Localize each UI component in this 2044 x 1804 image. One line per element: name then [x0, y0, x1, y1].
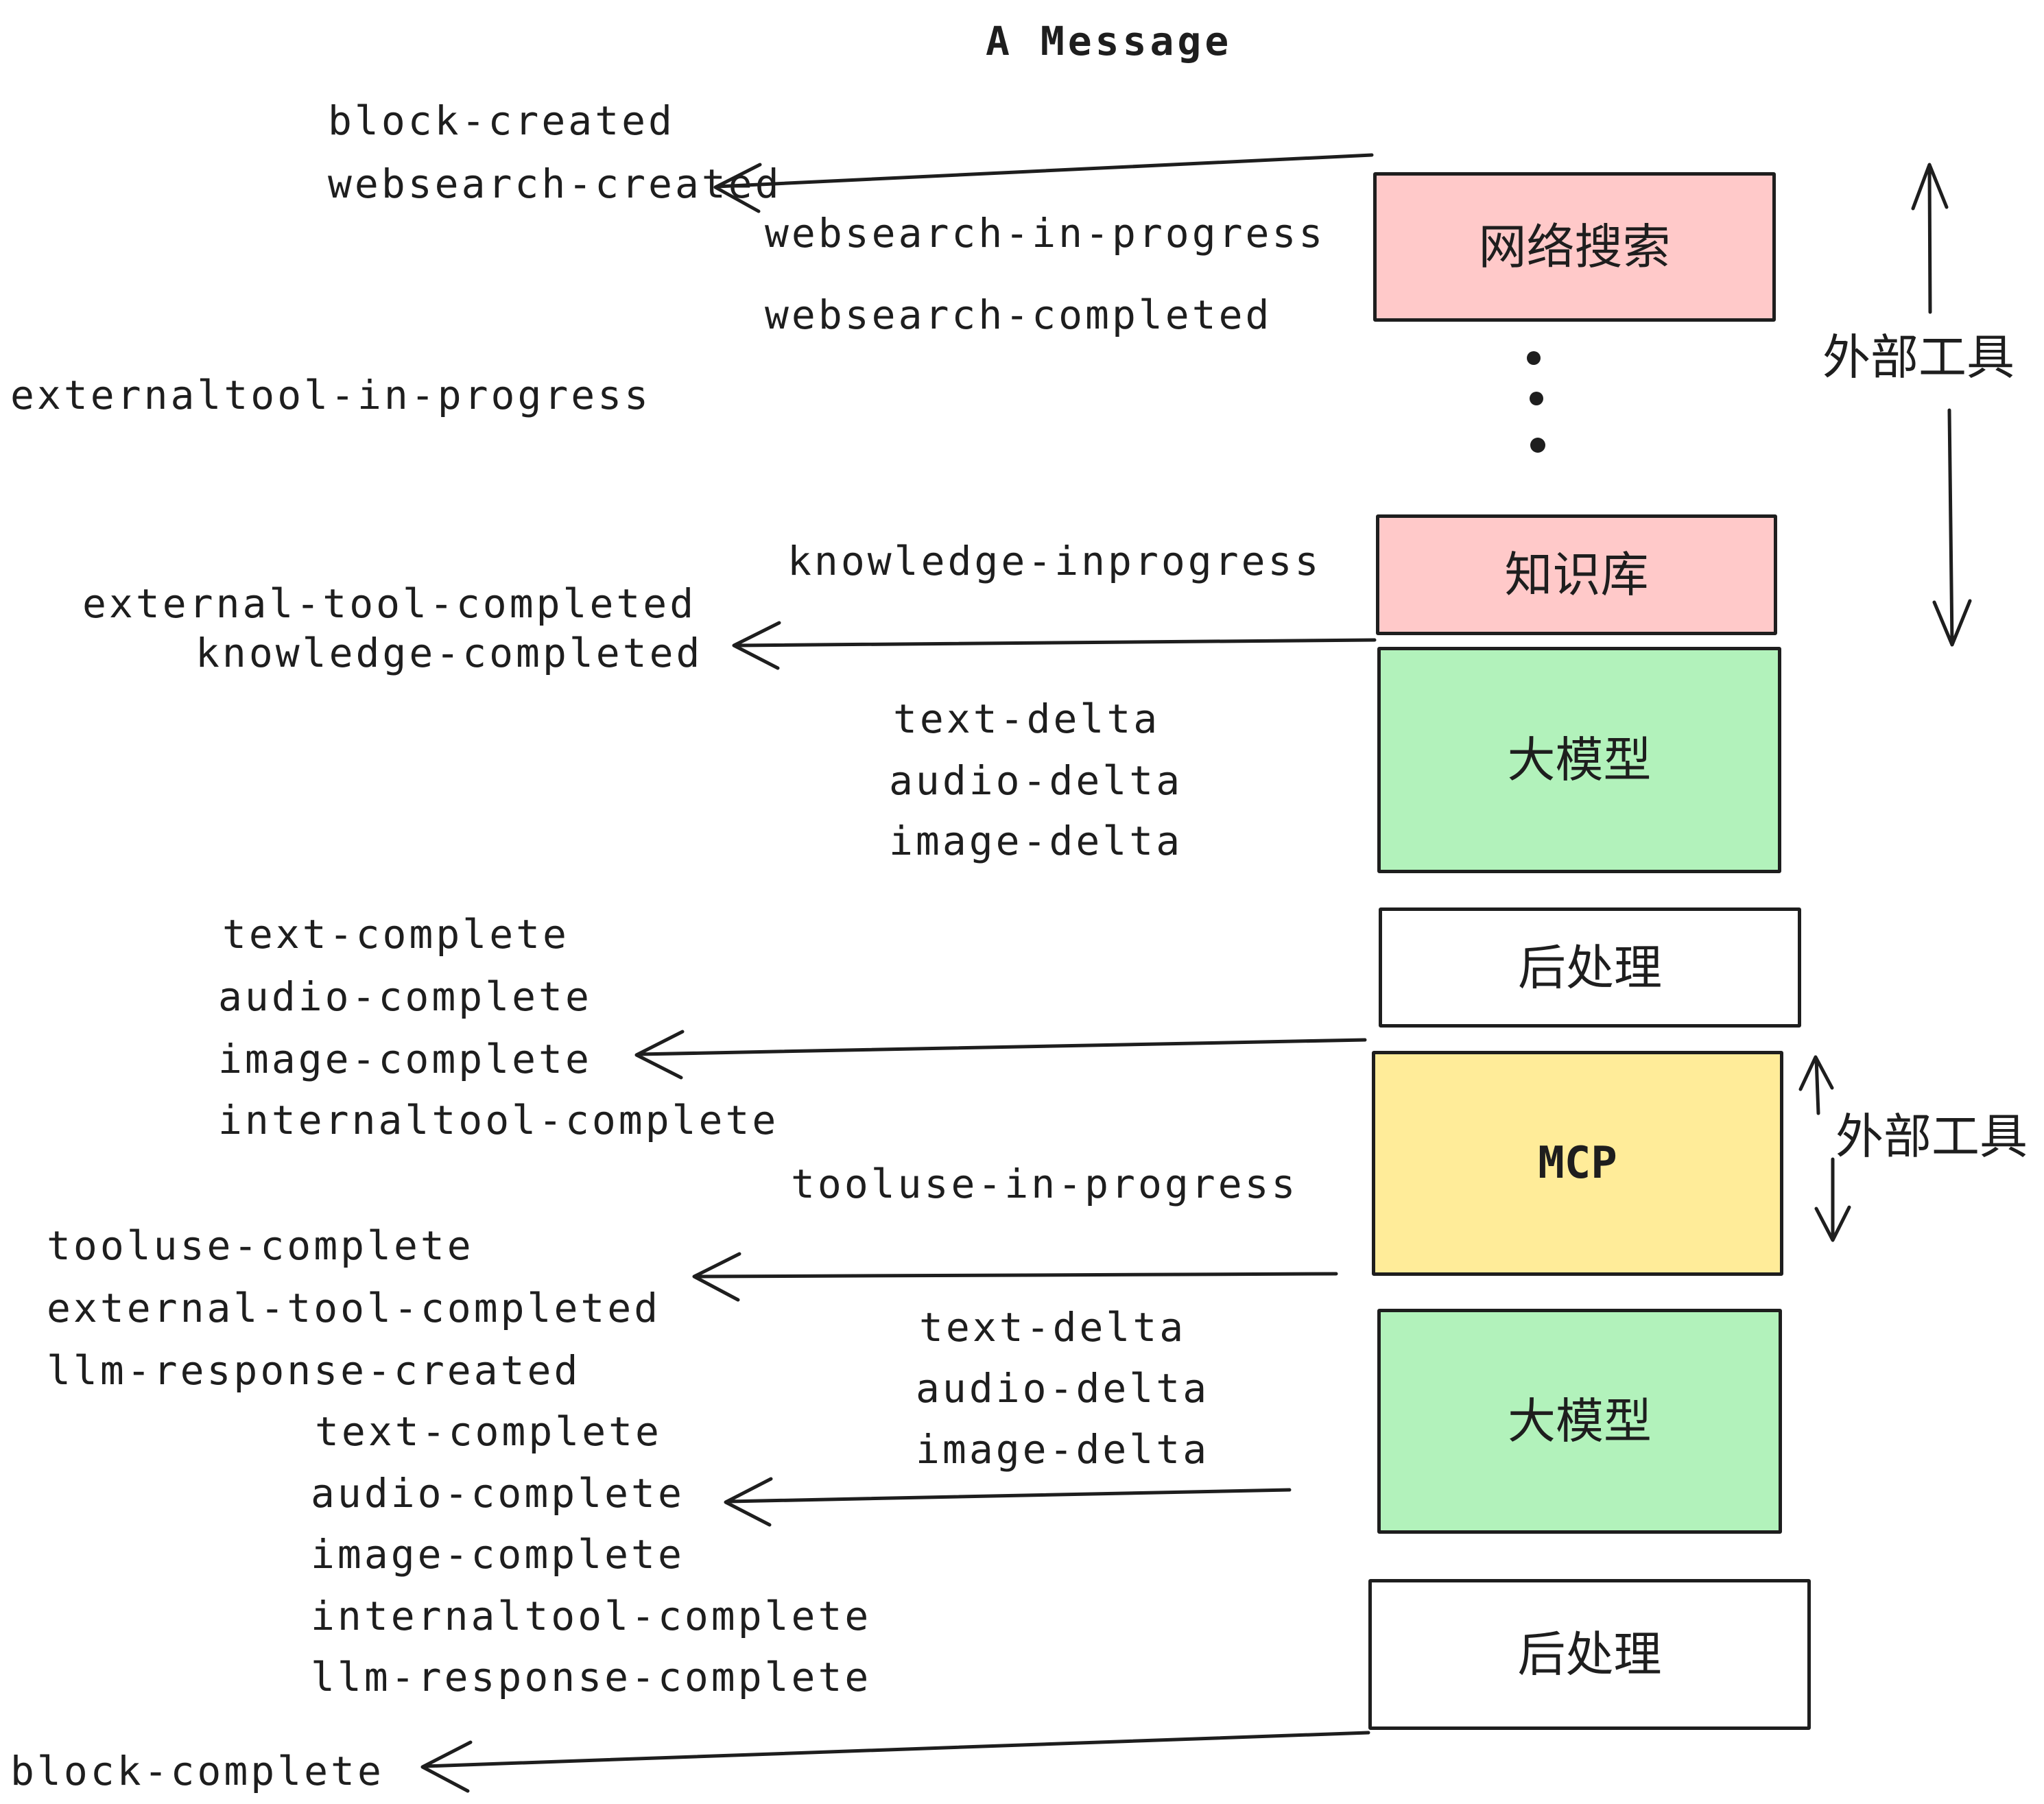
- node-knowledge: 知识库: [1376, 514, 1777, 635]
- node-mcp: MCP: [1372, 1051, 1783, 1276]
- event-text-complete: text-complete: [222, 911, 569, 958]
- event-tooluse-in-progress: tooluse-in-progress: [791, 1161, 1298, 1207]
- ellipsis-dot: [1530, 392, 1543, 405]
- node-llm-1-label: 大模型: [1507, 732, 1652, 788]
- arrow-knowledge-completed: [732, 621, 1377, 670]
- page-title: A Message: [986, 18, 1233, 64]
- arrow-websearch-created: [713, 153, 1374, 213]
- node-llm-2-label: 大模型: [1508, 1393, 1652, 1449]
- side-label-external-tools-top: 外部工具: [1822, 329, 2015, 385]
- event-websearch-in-progress: websearch-in-progress: [765, 210, 1326, 257]
- event-image-complete: image-complete: [218, 1036, 592, 1082]
- side-label-external-tools-bottom: 外部工具: [1835, 1108, 2028, 1165]
- event-internaltool-complete: internaltool-complete: [218, 1097, 779, 1143]
- arrow-external-tools-top-down: [1932, 408, 1972, 647]
- node-knowledge-label: 知识库: [1504, 547, 1649, 603]
- arrow-external-tools-top-up: [1911, 163, 1949, 314]
- event-audio-complete: audio-complete: [218, 973, 592, 1020]
- event-external-tool-completed: external-tool-completed: [82, 580, 697, 627]
- event-text-complete-2: text-complete: [315, 1408, 662, 1455]
- event-audio-delta: audio-delta: [889, 757, 1183, 804]
- arrow-tooluse-complete: [692, 1252, 1338, 1302]
- event-block-complete: block-complete: [10, 1748, 384, 1794]
- event-knowledge-completed: knowledge-completed: [195, 630, 703, 676]
- event-image-delta-2: image-delta: [916, 1426, 1210, 1473]
- event-image-complete-2: image-complete: [311, 1531, 685, 1578]
- event-text-delta-2: text-delta: [919, 1304, 1187, 1351]
- event-internaltool-complete-2: internaltool-complete: [311, 1593, 872, 1639]
- event-image-delta: image-delta: [889, 818, 1183, 864]
- ellipsis-dot: [1530, 438, 1545, 453]
- node-mcp-label: MCP: [1538, 1138, 1617, 1189]
- event-knowledge-inprogress: knowledge-inprogress: [787, 538, 1322, 584]
- event-external-tool-completed-2: external-tool-completed: [47, 1285, 661, 1331]
- event-text-delta: text-delta: [893, 696, 1161, 742]
- arrow-image-complete: [634, 1030, 1367, 1080]
- event-websearch-completed: websearch-completed: [765, 292, 1272, 338]
- event-llm-response-complete: llm-response-complete: [311, 1654, 872, 1700]
- node-postprocess-1: 后处理: [1379, 907, 1801, 1028]
- event-audio-delta-2: audio-delta: [916, 1365, 1210, 1412]
- arrow-block-complete: [420, 1731, 1370, 1793]
- node-llm-2: 大模型: [1377, 1309, 1782, 1534]
- event-websearch-created: websearch-created: [328, 161, 782, 207]
- ellipsis-dot: [1527, 351, 1541, 365]
- node-llm-1: 大模型: [1377, 647, 1781, 873]
- arrow-external-tools-bottom-up: [1798, 1055, 1834, 1115]
- event-tooluse-complete: tooluse-complete: [47, 1222, 474, 1269]
- arrow-external-tools-bottom-down: [1814, 1157, 1851, 1242]
- node-websearch: 网络搜索: [1373, 172, 1776, 322]
- event-externaltool-in-progress: externaltool-in-progress: [10, 372, 652, 418]
- node-postprocess-2: 后处理: [1368, 1579, 1811, 1730]
- event-llm-response-created: llm-response-created: [47, 1347, 581, 1394]
- node-websearch-label: 网络搜索: [1478, 219, 1671, 275]
- node-postprocess-1-label: 后处理: [1518, 939, 1662, 996]
- event-audio-complete-2: audio-complete: [311, 1470, 685, 1517]
- node-postprocess-2-label: 后处理: [1517, 1626, 1662, 1683]
- event-block-created: block-created: [328, 97, 675, 144]
- arrow-audio-complete: [724, 1477, 1292, 1527]
